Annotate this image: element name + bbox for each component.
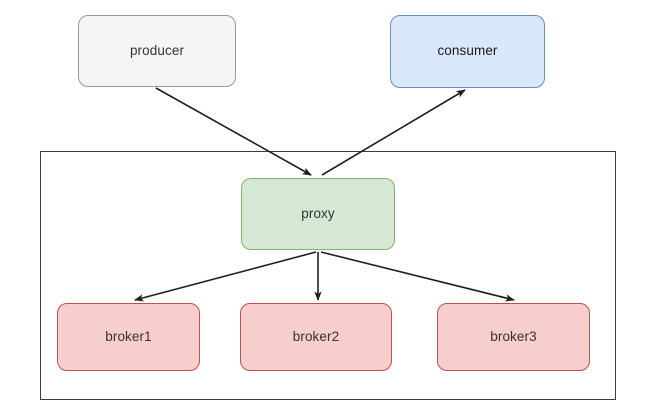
node-proxy[interactable]: proxy: [241, 178, 395, 250]
node-broker3[interactable]: broker3: [437, 303, 590, 371]
node-consumer[interactable]: consumer: [390, 15, 545, 88]
node-producer-label: producer: [129, 42, 185, 58]
node-broker2[interactable]: broker2: [240, 303, 392, 371]
node-consumer-label: consumer: [437, 43, 498, 59]
node-broker1[interactable]: broker1: [57, 303, 200, 371]
node-proxy-label: proxy: [301, 205, 335, 221]
node-broker1-label: broker1: [105, 328, 152, 344]
node-producer[interactable]: producer: [78, 15, 236, 87]
node-broker3-label: broker3: [490, 328, 537, 344]
node-broker2-label: broker2: [292, 328, 340, 344]
